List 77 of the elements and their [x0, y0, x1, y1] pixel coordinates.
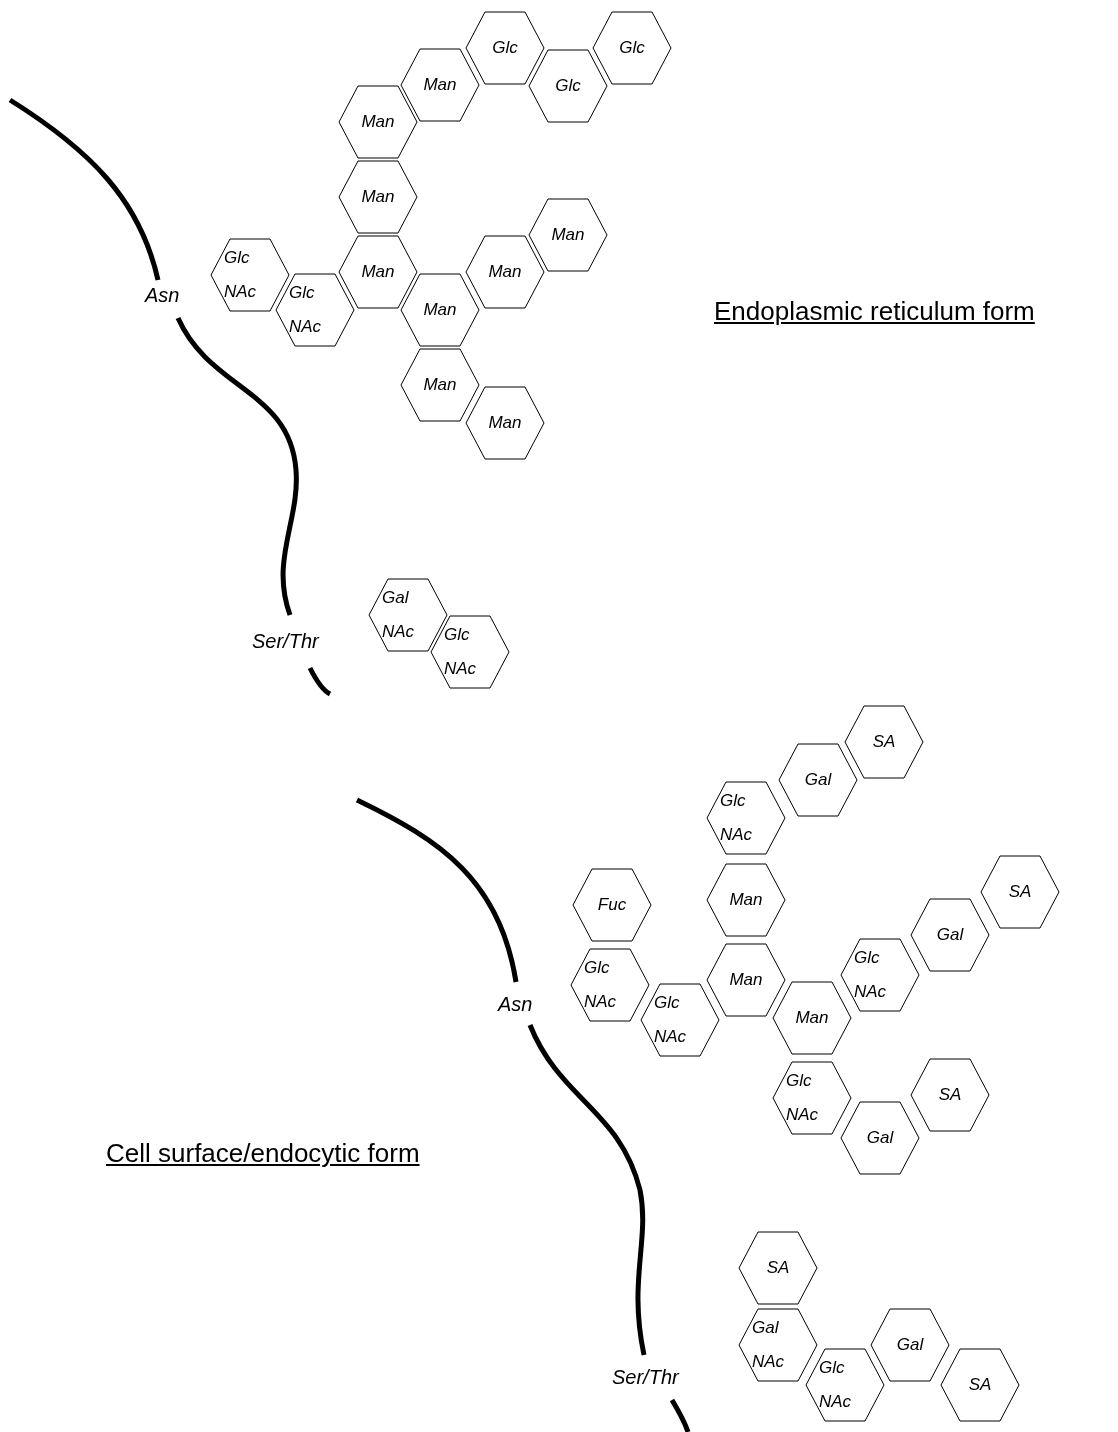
sugar-label: Gal NAc [382, 587, 416, 643]
sugar-label: Man [422, 74, 458, 96]
sugar-label: Man [487, 412, 523, 434]
sugar-label: Gal [935, 924, 965, 946]
sugar-hexagon [400, 348, 480, 422]
sugar-hexagon [738, 1231, 818, 1305]
sugar-label: Gal [895, 1334, 925, 1356]
sugar-hexagon [338, 85, 418, 159]
sugar-hexagon [772, 981, 852, 1055]
sugar-label: Man [360, 261, 396, 283]
sugar-hexagon [338, 235, 418, 309]
sugar-hexagon [210, 238, 290, 312]
sugar-hexagon [528, 198, 608, 272]
sugar-hexagon [465, 386, 545, 460]
sugar-hexagon [910, 898, 990, 972]
sugar-hexagon [778, 743, 858, 817]
sugar-label: Man [728, 889, 764, 911]
sugar-label: Man [422, 299, 458, 321]
sugar-label: Man [487, 261, 523, 283]
sugar-hexagon [430, 615, 510, 689]
sugar-hexagon [980, 855, 1060, 929]
sugar-label: SA [871, 731, 897, 753]
sugar-label: Man [422, 374, 458, 396]
sugar-hexagon [400, 48, 480, 122]
sugar-hexagon [840, 1101, 920, 1175]
sugar-label: Glc NAc [654, 992, 688, 1048]
sugar-hexagon [572, 868, 652, 942]
sugar-hexagon [910, 1058, 990, 1132]
sugar-hexagon [570, 948, 650, 1022]
sugar-hexagon [338, 160, 418, 234]
sugar-hexagon [465, 11, 545, 85]
form-title: Endoplasmic reticulum form [714, 296, 1035, 327]
sugar-label: Glc NAc [786, 1070, 820, 1126]
sugar-label: Gal [803, 769, 833, 791]
sugar-label: SA [765, 1257, 791, 1279]
sugar-label: SA [937, 1084, 963, 1106]
sugar-label: Man [794, 1007, 830, 1029]
residue-label: Ser/Thr [252, 630, 319, 653]
sugar-label: Glc NAc [819, 1357, 853, 1413]
sugar-hexagon [738, 1308, 818, 1382]
sugar-label: Glc NAc [289, 282, 323, 338]
form-title: Cell surface/endocytic form [106, 1138, 420, 1169]
residue-label: Asn [145, 284, 180, 307]
sugar-label: Glc NAc [720, 790, 754, 846]
sugar-label: Glc NAc [584, 957, 618, 1013]
sugar-label: SA [967, 1374, 993, 1396]
sugar-label: Man [550, 224, 586, 246]
sugar-hexagon [870, 1308, 950, 1382]
sugar-hexagon [592, 11, 672, 85]
sugar-hexagon [706, 781, 786, 855]
sugar-hexagon [772, 1061, 852, 1135]
residue-label: Asn [498, 993, 533, 1016]
sugar-label: Man [728, 969, 764, 991]
sugar-hexagon [528, 49, 608, 123]
sugar-hexagon [706, 943, 786, 1017]
sugar-label: Glc [618, 37, 646, 59]
sugar-hexagon [805, 1348, 885, 1422]
residue-label: Ser/Thr [612, 1366, 679, 1389]
sugar-label: Glc NAc [854, 947, 888, 1003]
sugar-label: Man [360, 186, 396, 208]
sugar-label: Glc NAc [224, 247, 258, 303]
sugar-hexagon [706, 863, 786, 937]
sugar-label: Glc [554, 75, 582, 97]
sugar-label: Glc NAc [444, 624, 478, 680]
sugar-label: Fuc [596, 894, 628, 916]
sugar-hexagon [844, 705, 924, 779]
sugar-label: Gal [865, 1127, 895, 1149]
sugar-hexagon [840, 938, 920, 1012]
sugar-label: SA [1007, 881, 1033, 903]
sugar-label: Glc [491, 37, 519, 59]
sugar-hexagon [640, 983, 720, 1057]
sugar-hexagon [940, 1348, 1020, 1422]
sugar-hexagon [275, 273, 355, 347]
sugar-label: Gal NAc [752, 1317, 786, 1373]
sugar-hexagon [400, 273, 480, 347]
sugar-hexagon [465, 235, 545, 309]
sugar-label: Man [360, 111, 396, 133]
